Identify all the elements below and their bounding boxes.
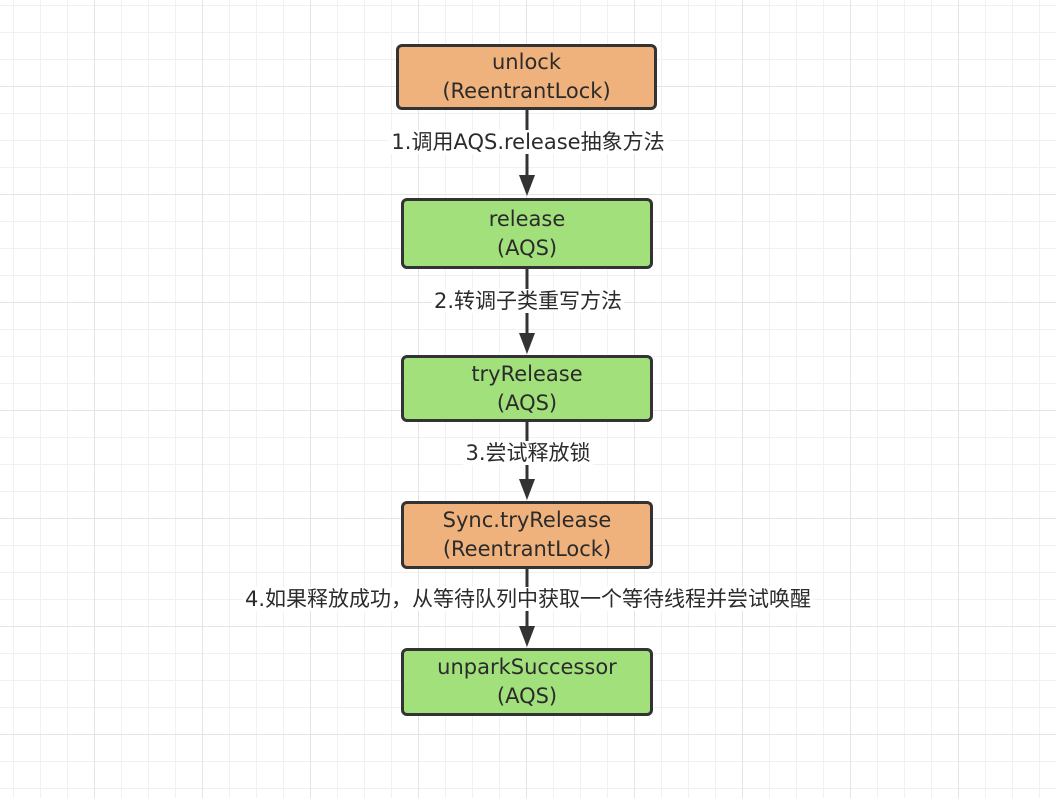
node-unparkSuccessor[interactable]: unparkSuccessor (AQS) bbox=[401, 648, 653, 716]
node-unparkSuccessor-owner: (AQS) bbox=[496, 684, 558, 708]
edge-label-1-text: 1.调用AQS.release抽象方法 bbox=[389, 130, 667, 154]
arrowhead-2 bbox=[519, 333, 535, 354]
edge-label-4: 4.如果释放成功，从等待队列中获取一个等待线程并尝试唤醒 bbox=[0, 584, 1056, 614]
node-sync-tryRelease[interactable]: Sync.tryRelease (ReentrantLock) bbox=[401, 501, 653, 569]
node-sync-tryRelease-owner: (ReentrantLock) bbox=[442, 537, 612, 561]
arrowhead-3 bbox=[519, 479, 535, 500]
edge-label-4-text: 4.如果释放成功，从等待队列中获取一个等待线程并尝试唤醒 bbox=[242, 587, 814, 611]
edge-label-2-text: 2.转调子类重写方法 bbox=[431, 289, 625, 313]
node-release-title: release bbox=[488, 206, 566, 231]
edge-label-3-text: 3.尝试释放锁 bbox=[463, 441, 593, 465]
edge-label-2: 2.转调子类重写方法 bbox=[0, 286, 1056, 316]
node-unparkSuccessor-title: unparkSuccessor bbox=[437, 655, 617, 679]
node-tryRelease[interactable]: tryRelease (AQS) bbox=[401, 355, 653, 422]
node-sync-tryRelease-title: Sync.tryRelease bbox=[442, 508, 612, 532]
edge-label-1: 1.调用AQS.release抽象方法 bbox=[0, 127, 1056, 157]
node-release[interactable]: release (AQS) bbox=[401, 198, 653, 269]
node-tryRelease-title: tryRelease bbox=[471, 361, 583, 386]
node-tryRelease-owner: (AQS) bbox=[496, 390, 558, 415]
arrowhead-4 bbox=[519, 626, 535, 647]
node-unlock-title: unlock bbox=[491, 50, 561, 74]
arrowhead-1 bbox=[519, 175, 535, 196]
node-unlock-owner: (ReentrantLock) bbox=[442, 79, 611, 103]
node-release-owner: (AQS) bbox=[496, 235, 558, 260]
node-unlock[interactable]: unlock (ReentrantLock) bbox=[396, 44, 657, 110]
edge-label-3: 3.尝试释放锁 bbox=[0, 438, 1056, 468]
